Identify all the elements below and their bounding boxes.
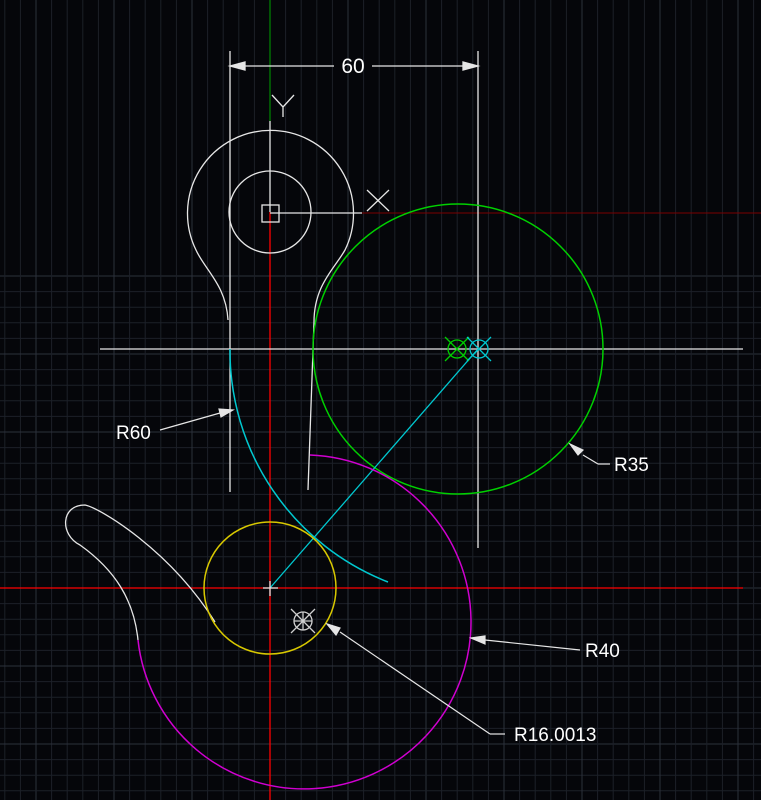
radius-label-r35[interactable]: R35 [614, 455, 649, 476]
center-snap-marker [290, 608, 316, 634]
radius-leaders [159, 408, 610, 735]
dimension-60-text[interactable]: 60 [341, 55, 364, 78]
linear-dimension [227, 61, 481, 71]
inner-circle [228, 170, 312, 254]
origin-cross [263, 581, 278, 596]
green-circle-r35 [312, 203, 604, 495]
yellow-circle-r16 [203, 521, 337, 655]
cyan-center-marker [466, 336, 492, 362]
cyan-center-line [269, 348, 479, 589]
radius-label-r60[interactable]: R60 [116, 423, 151, 444]
hook-tip-outline [64, 504, 216, 641]
green-center-marker [444, 336, 470, 362]
radius-label-r40[interactable]: R40 [585, 641, 620, 662]
cyan-arc-r60 [229, 348, 389, 583]
outer-head-arc [186, 129, 355, 323]
radius-label-r16[interactable]: R16.0013 [514, 725, 596, 746]
magenta-arc-r40 [137, 454, 472, 790]
ucs-icon [261, 94, 390, 223]
